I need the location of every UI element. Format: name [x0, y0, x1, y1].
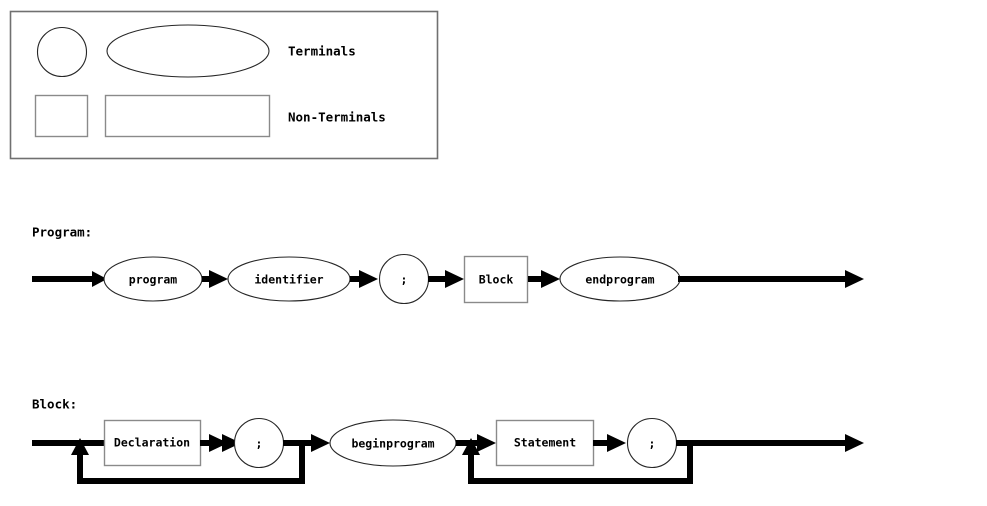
legend-terminal-ellipse	[106, 24, 270, 78]
block-entry-arrowhead	[222, 434, 241, 452]
semicolon-to-block-arrowhead	[445, 270, 464, 288]
declaration-loop-path	[77, 440, 305, 484]
semicolon2-to-beginprogram-arrowhead	[311, 434, 330, 452]
node-statement-label: Statement	[514, 436, 576, 450]
program-rule: Program: program identifier ;	[32, 225, 864, 305]
statement-to-semicolon-arrowhead	[607, 434, 626, 452]
legend-nonterminal-square	[34, 94, 89, 138]
node-declaration-label: Declaration	[114, 436, 190, 450]
legend-frame	[9, 10, 439, 160]
statement-loop-path	[468, 440, 693, 484]
node-block-shape	[463, 255, 529, 304]
legend-terminal-circle	[36, 26, 88, 78]
declaration-loop-arrowhead	[71, 438, 89, 455]
block-to-endprogram-arrowhead	[541, 270, 560, 288]
shape-legend: Terminals Non-Terminals	[9, 10, 439, 160]
program-entry-arrowhead	[92, 271, 107, 287]
identifier-to-semicolon-arrowhead	[359, 270, 378, 288]
program-rule-label: Program:	[32, 225, 92, 240]
node-semicolon-1-label: ;	[401, 273, 408, 287]
legend-nonterminals-label: Non-Terminals	[288, 110, 386, 125]
statement-loop-arrowhead	[462, 438, 480, 455]
node-identifier-label: identifier	[254, 273, 323, 287]
node-statement-shape	[495, 419, 595, 467]
node-endprogram-label: endprogram	[585, 273, 654, 287]
node-block-label: Block	[479, 273, 514, 287]
legend-nonterminal-rectangle	[104, 94, 271, 138]
declaration-to-semicolon-arrowhead	[209, 434, 228, 452]
node-program-label: program	[129, 273, 178, 287]
program-exit-arrowhead	[845, 270, 864, 288]
block-rule-label: Block:	[32, 397, 77, 412]
legend-terminals-label: Terminals	[288, 44, 356, 59]
block-exit-arrowhead	[845, 434, 864, 452]
program-to-identifier-arrowhead	[209, 270, 228, 288]
block-rule: Block: Declaration ; beginprogram	[32, 397, 864, 484]
beginprogram-to-statement-arrowhead	[477, 434, 496, 452]
node-semicolon-3-label: ;	[649, 437, 656, 451]
node-semicolon-2-label: ;	[256, 437, 263, 451]
node-beginprogram-label: beginprogram	[351, 437, 434, 451]
